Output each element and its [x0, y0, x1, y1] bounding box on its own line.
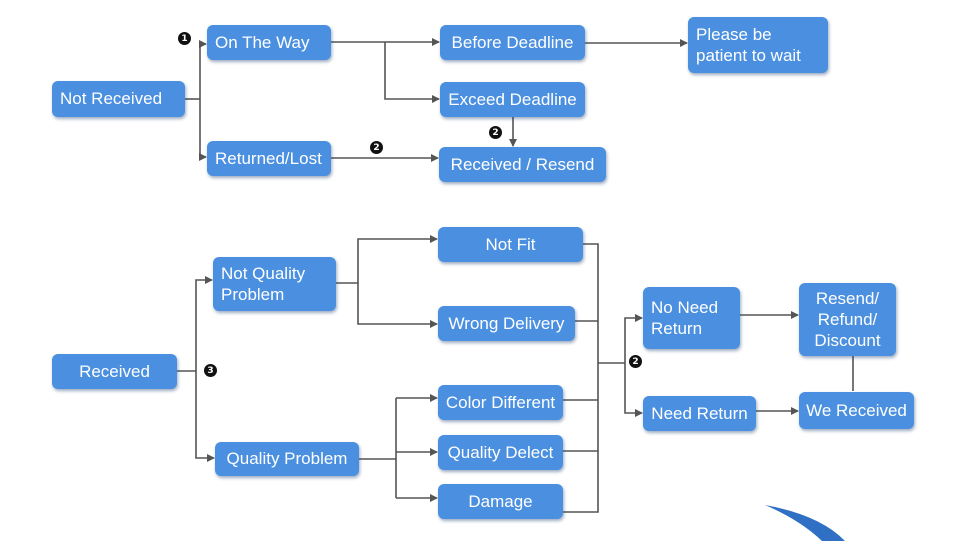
node-no-need-return[interactable]: No Need Return	[643, 287, 740, 349]
node-received-resend[interactable]: Received / Resend	[439, 147, 606, 182]
conn-collector	[563, 243, 599, 513]
node-quality-problem[interactable]: Quality Problem	[215, 442, 359, 476]
node-quality-delect[interactable]: Quality Delect	[438, 435, 563, 470]
node-wrong-delivery[interactable]: Wrong Delivery	[438, 306, 575, 341]
conn-to-quality-problem	[195, 371, 215, 462]
step-badge-2: 2	[629, 355, 642, 368]
node-before-deadline[interactable]: Before Deadline	[440, 25, 585, 60]
node-we-received[interactable]: We Received	[799, 392, 914, 429]
node-exceed-deadline[interactable]: Exceed Deadline	[440, 82, 585, 117]
step-badge-3: 3	[204, 364, 217, 377]
conn-to-on-the-way	[199, 40, 207, 99]
node-damage[interactable]: Damage	[438, 484, 563, 519]
conn-to-no-need-return	[624, 314, 643, 363]
node-resend-refund-discount[interactable]: Resend/ Refund/ Discount	[799, 283, 896, 356]
node-color-different[interactable]: Color Different	[438, 385, 563, 420]
node-on-the-way[interactable]: On The Way	[207, 25, 331, 60]
conn-to-need-return	[624, 363, 643, 417]
conn-to-exceed-deadline	[384, 42, 440, 103]
node-received[interactable]: Received	[52, 354, 177, 389]
conn-to-wrong-delivery	[357, 283, 438, 328]
step-badge-1: 1	[178, 32, 191, 45]
step-badge-2: 2	[370, 141, 383, 154]
node-need-return[interactable]: Need Return	[643, 396, 756, 431]
decorative-swoosh	[765, 505, 845, 541]
node-returned-lost[interactable]: Returned/Lost	[207, 141, 331, 176]
conn-to-returned-lost	[199, 99, 207, 161]
conn-to-not-quality	[195, 276, 213, 371]
node-not-received[interactable]: Not Received	[52, 81, 185, 117]
node-not-quality-problem[interactable]: Not Quality Problem	[213, 257, 336, 311]
node-not-fit[interactable]: Not Fit	[438, 227, 583, 262]
node-please-wait[interactable]: Please be patient to wait	[688, 17, 828, 73]
conn-to-not-fit	[357, 235, 438, 283]
step-badge-2: 2	[489, 126, 502, 139]
